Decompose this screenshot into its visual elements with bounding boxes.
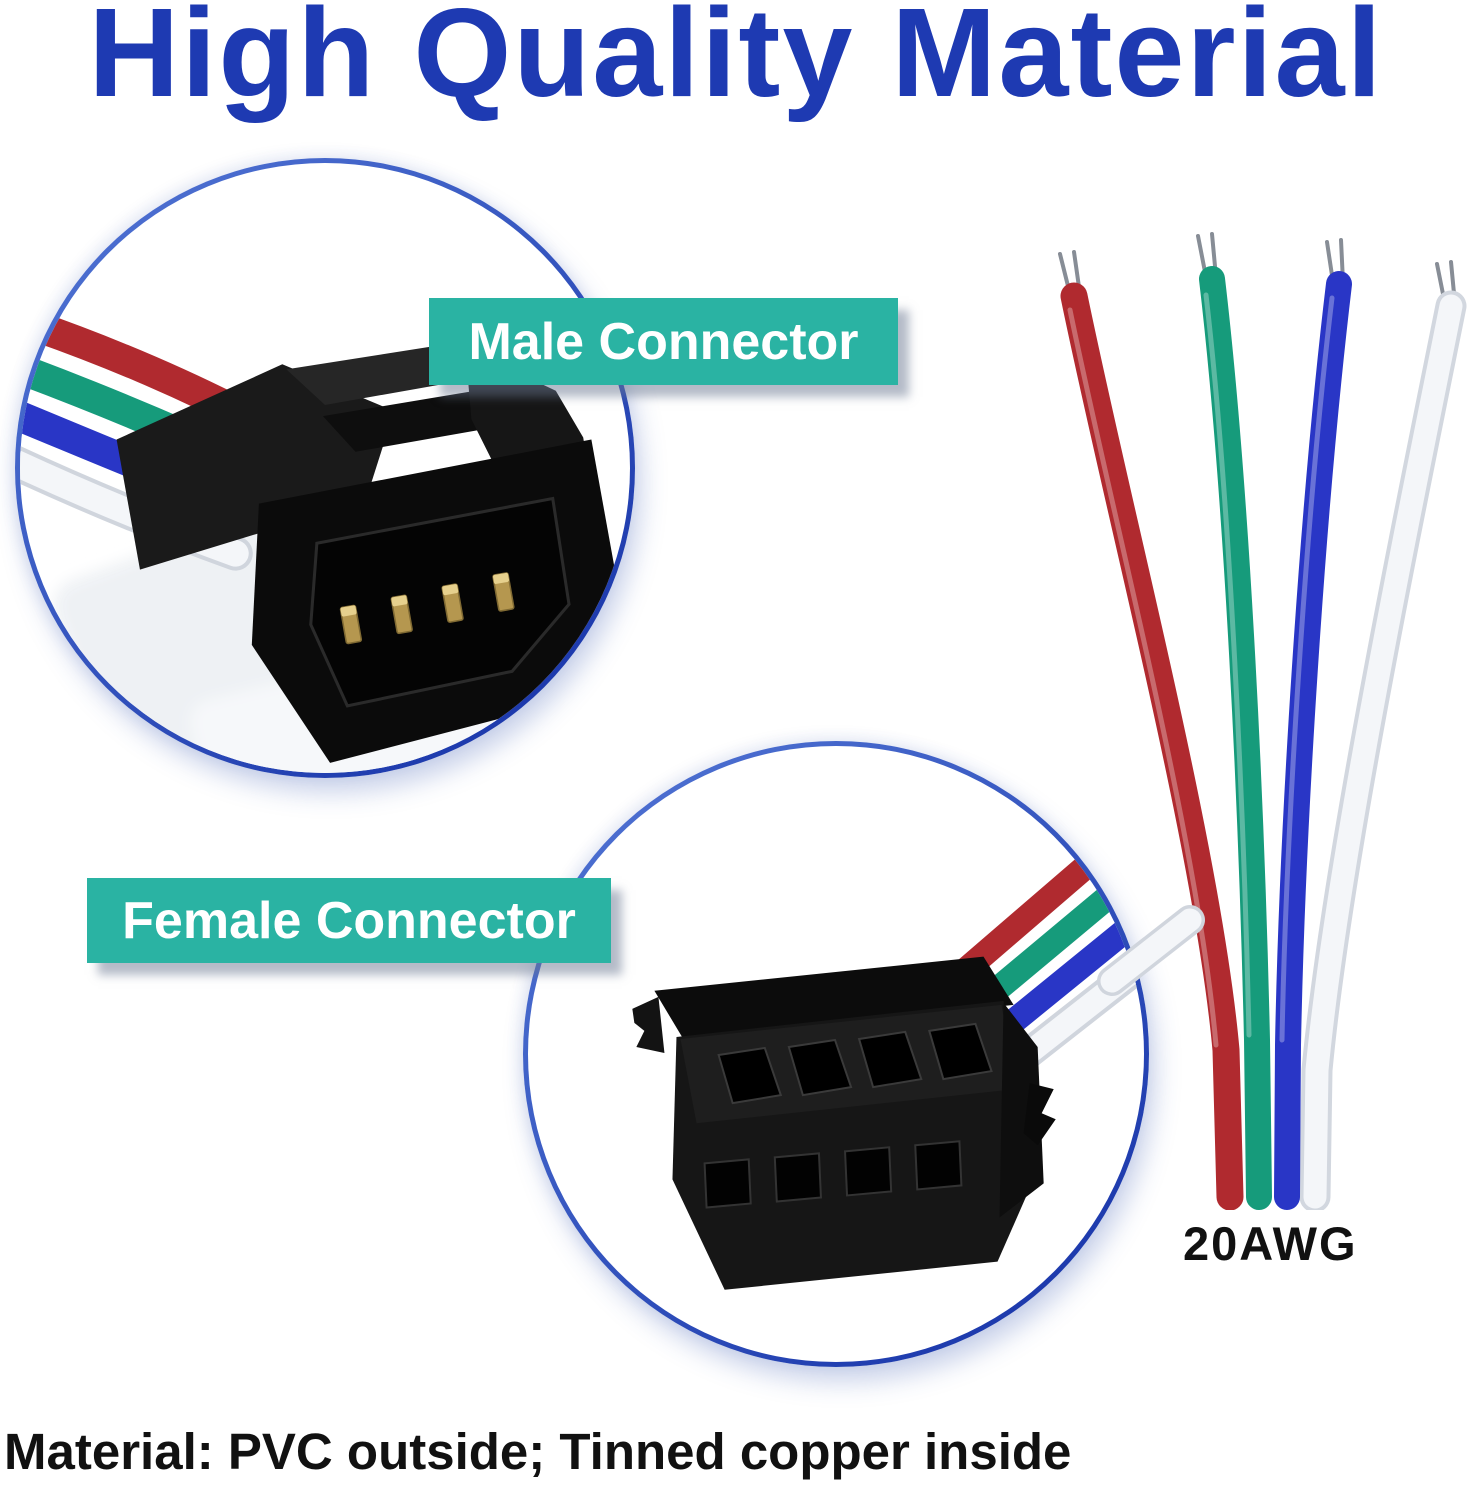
wire-red	[1060, 282, 1244, 1210]
copper-strands	[1058, 232, 1457, 306]
material-note: Material: PVC outside; Tinned copper ins…	[4, 1423, 1072, 1480]
wire-gauge-label: 20AWG	[1183, 1217, 1358, 1270]
female-connector-label-text: Female Connector	[122, 891, 576, 950]
wire-white	[1303, 294, 1463, 1209]
female-wire-blue	[976, 899, 1144, 1054]
male-connector-pin-tips	[340, 572, 510, 617]
female-wire-green	[952, 850, 1144, 1029]
male-connector-photo-circle	[15, 158, 635, 778]
female-connector-holes	[703, 1140, 963, 1209]
male-connector-body	[116, 341, 620, 763]
female-connector-label: Female Connector	[87, 878, 611, 963]
wire-green	[1199, 266, 1272, 1210]
male-connector-illustration	[20, 304, 620, 773]
wire-blue	[1274, 271, 1352, 1210]
female-connector-slots	[717, 1022, 993, 1105]
male-connector-label: Male Connector	[429, 298, 898, 385]
page-title: High Quality Material	[88, 0, 1384, 123]
male-connector-label-text: Male Connector	[468, 312, 859, 371]
stripped-wires-photo	[1058, 232, 1467, 1210]
female-connector-body	[632, 956, 1056, 1290]
white-wire-overflow	[1097, 905, 1205, 996]
